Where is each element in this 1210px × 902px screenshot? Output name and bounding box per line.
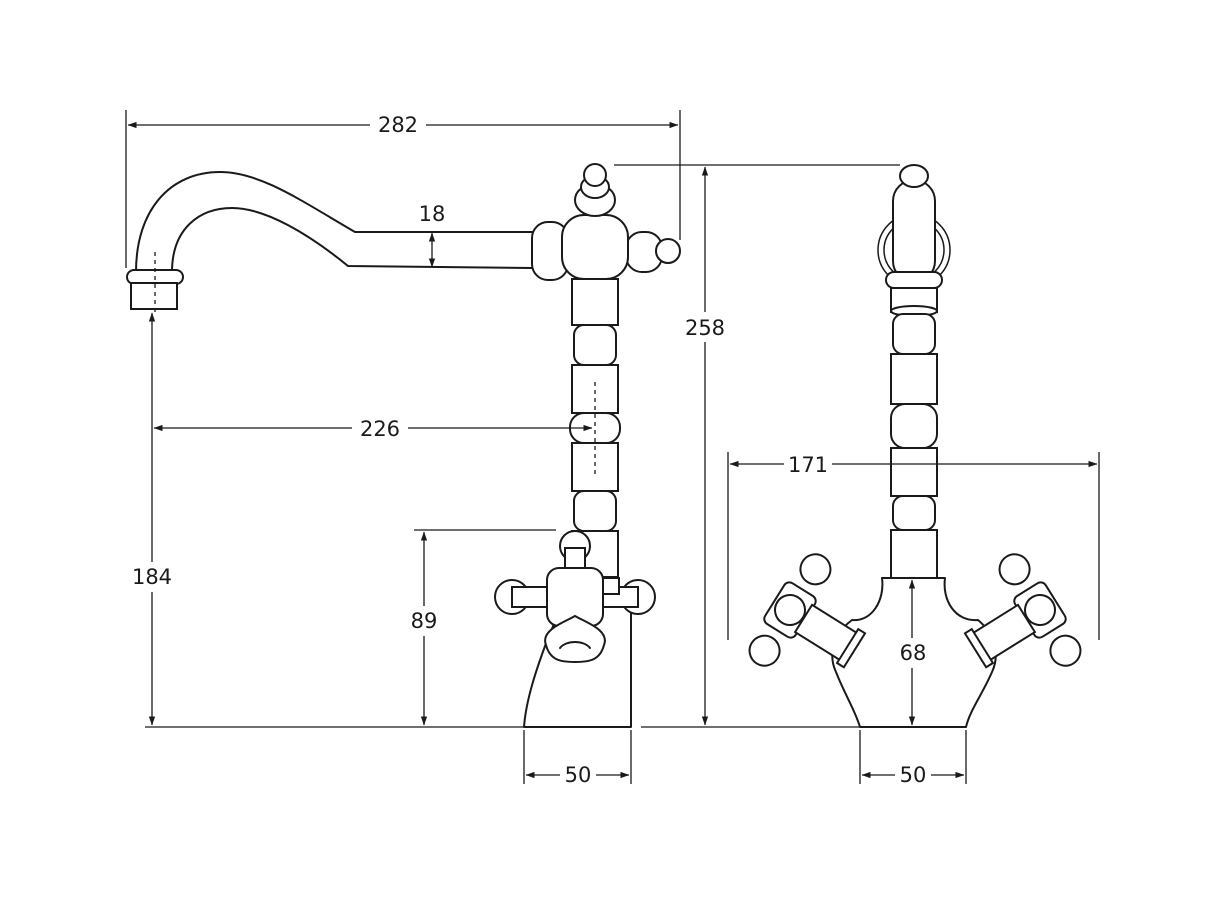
right-cross-handle (963, 553, 1082, 669)
dim-89-label: 89 (411, 609, 438, 633)
left-cross-handle (748, 553, 867, 669)
side-view (126, 163, 681, 728)
dim-226-label: 226 (360, 417, 400, 441)
spout (126, 171, 533, 312)
front-head (877, 164, 951, 317)
extension-lines (125, 110, 1100, 784)
cross-handle (494, 530, 656, 664)
dim-18-label: 18 (419, 202, 446, 226)
dim-68-label: 68 (900, 641, 927, 665)
dim-184-label: 184 (132, 565, 172, 589)
faucet-head (531, 163, 681, 281)
front-column (890, 313, 938, 579)
dimension-labels: 282 18 258 226 184 89 50 171 68 50 (128, 111, 932, 789)
dim-282-label: 282 (378, 113, 418, 137)
dim-50-side-label: 50 (565, 763, 592, 787)
front-view (748, 164, 1082, 728)
dim-171-label: 171 (788, 453, 828, 477)
dim-50-front-label: 50 (900, 763, 927, 787)
dim-258-label: 258 (685, 316, 725, 340)
